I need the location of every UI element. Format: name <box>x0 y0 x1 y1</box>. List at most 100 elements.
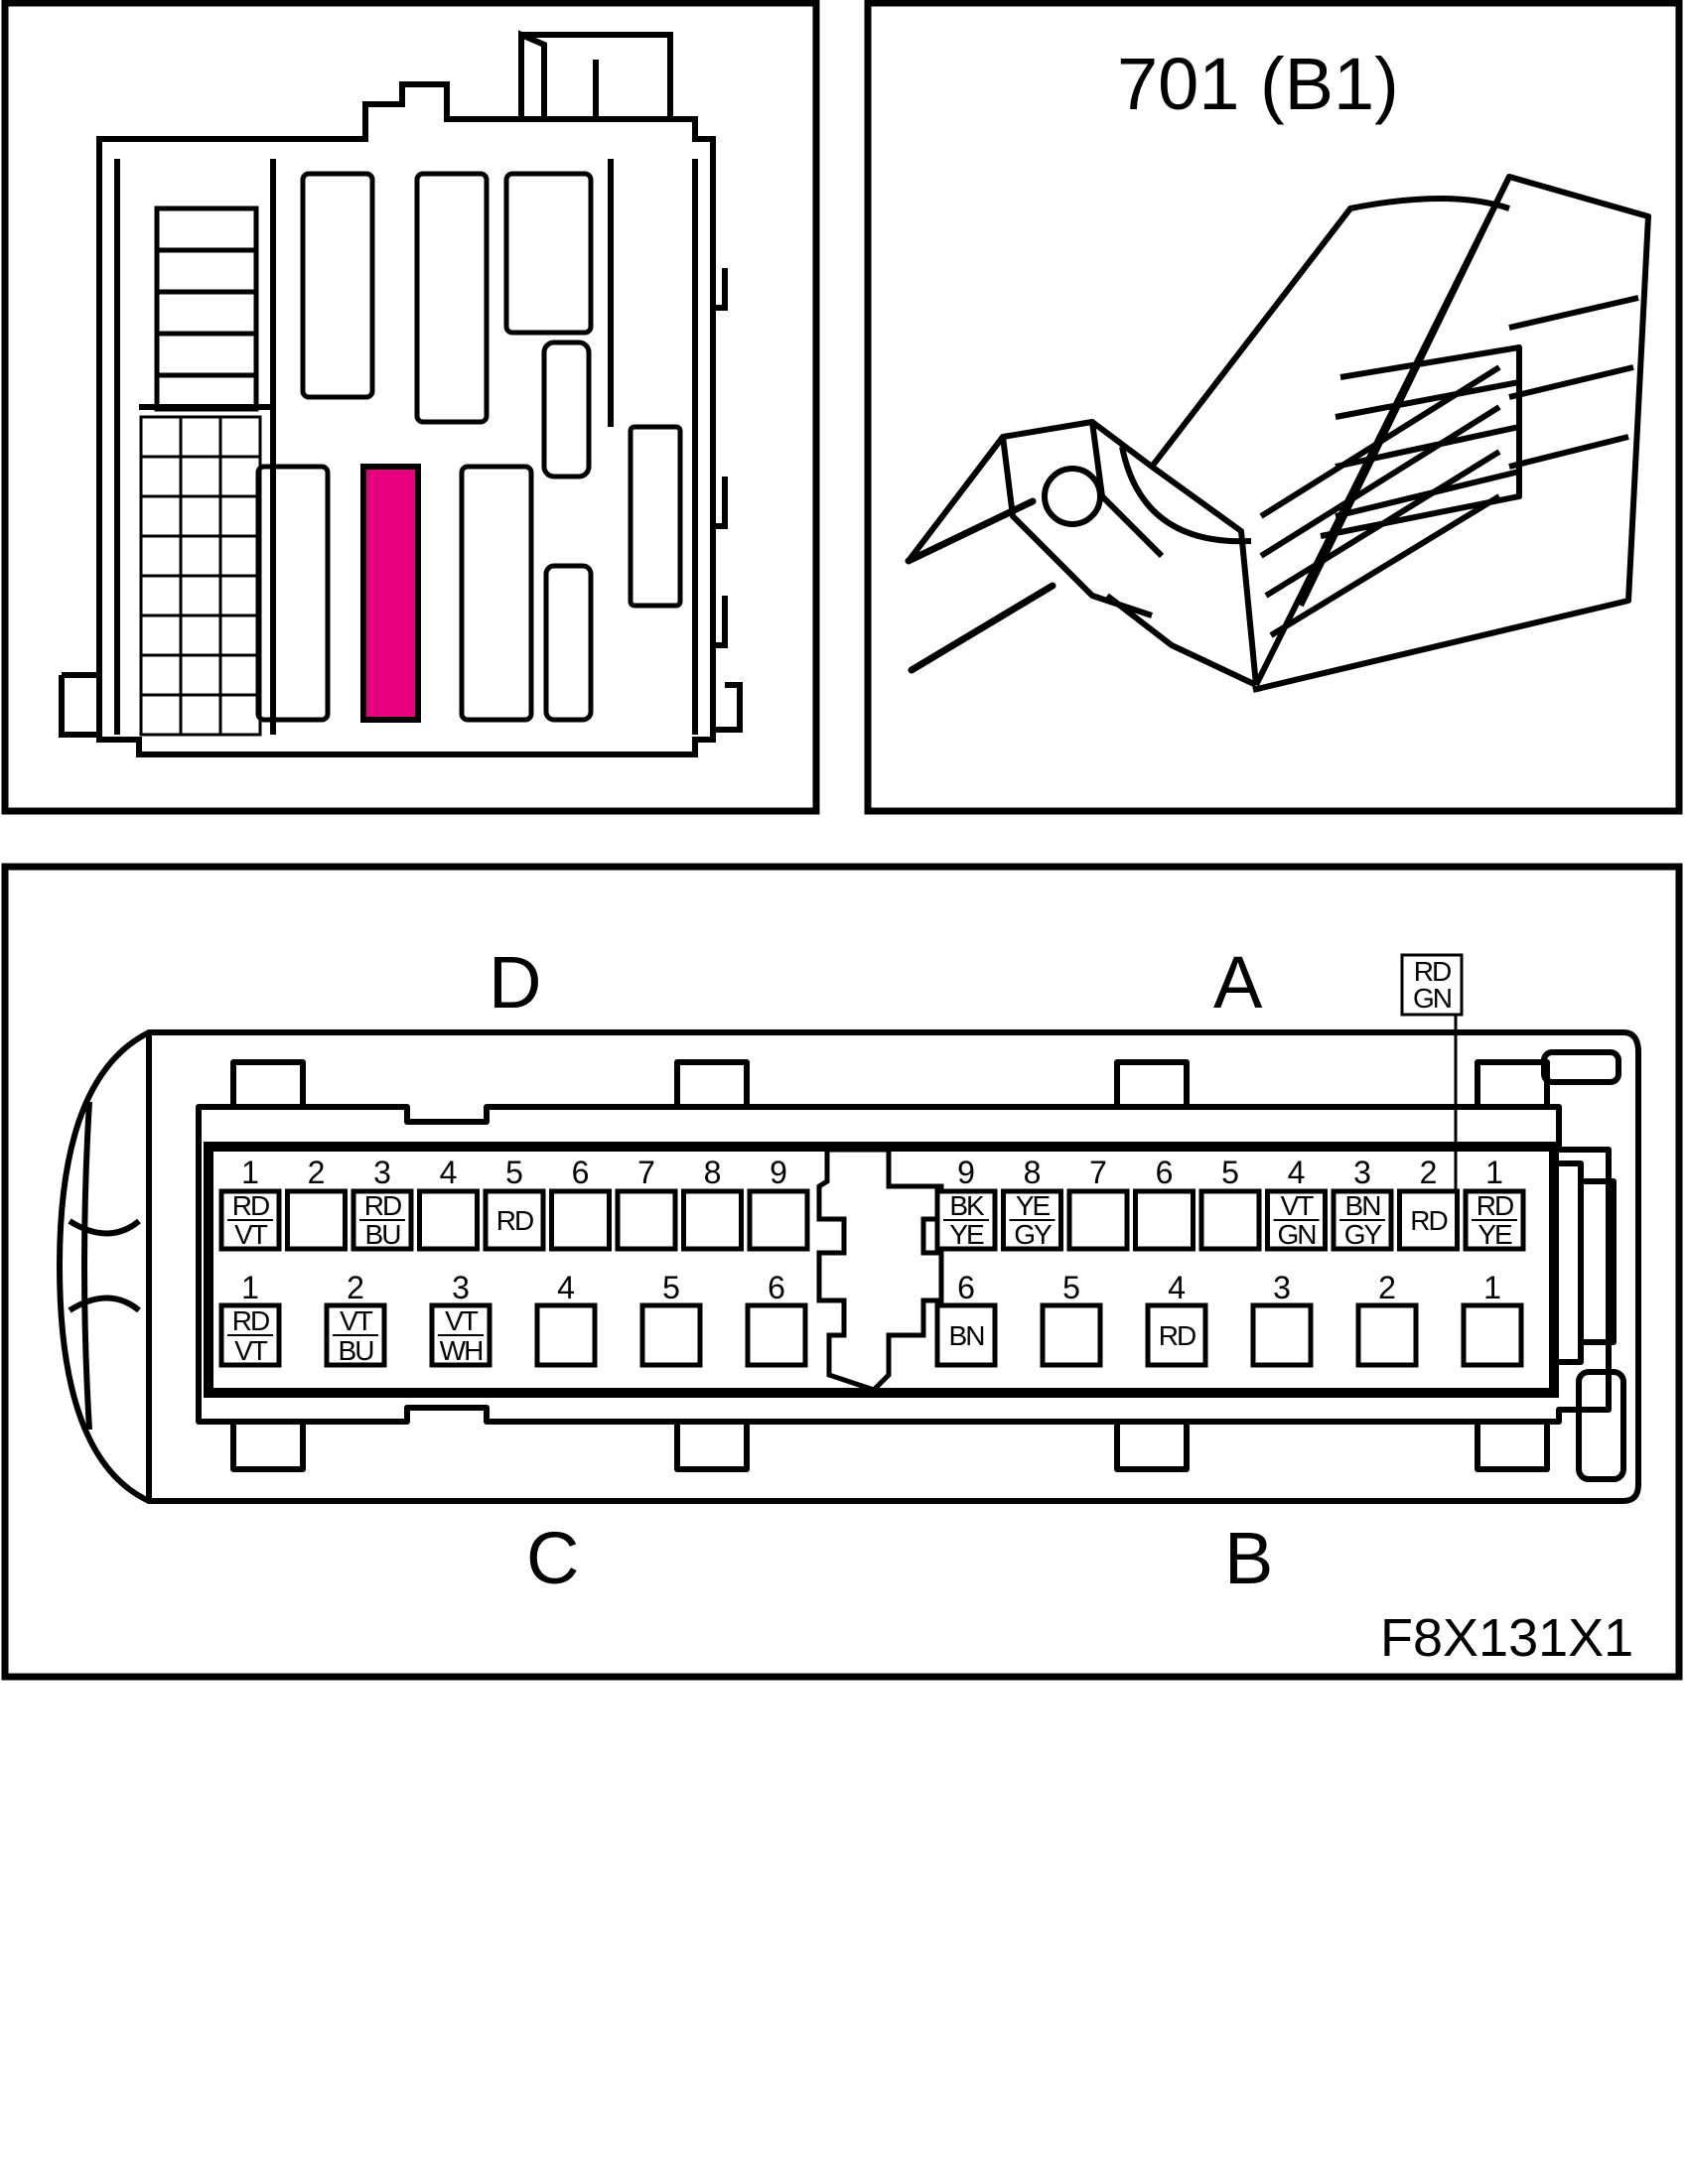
pin-d-7: 7 <box>615 1155 678 1252</box>
relay-slots <box>255 171 683 723</box>
pin-cavity <box>1250 1302 1314 1368</box>
callout-wire-line2: GN <box>1413 983 1451 1014</box>
pin-d-5: 5RD <box>483 1155 546 1252</box>
pin-number: 4 <box>440 1155 458 1190</box>
pin-d-4: 4 <box>417 1155 480 1252</box>
pin-cavity <box>1355 1302 1419 1368</box>
pin-cavity-area <box>204 1142 1559 1398</box>
connector-view-panel: 701 (B1) <box>864 0 1683 815</box>
wire-color: BU <box>365 1219 401 1250</box>
pin-a-6: 6 <box>1133 1155 1196 1252</box>
diagram-code: F8X131X1 <box>1380 1608 1633 1668</box>
pin-number: 5 <box>1221 1155 1239 1190</box>
pin-number: 1 <box>241 1155 259 1190</box>
pin-b-4: 4RD <box>1145 1270 1208 1368</box>
pin-number: 2 <box>1420 1155 1438 1190</box>
pin-number: 8 <box>1024 1155 1042 1190</box>
pin-c-5: 5 <box>639 1270 703 1368</box>
pin-number: 3 <box>1273 1270 1291 1305</box>
highlighted-connector-location <box>360 464 421 723</box>
wire-color: VT <box>234 1335 268 1366</box>
wire-color: RD <box>232 1190 269 1221</box>
wire-color: VT <box>234 1219 268 1250</box>
section-label-b: B <box>1224 1517 1273 1599</box>
pin-cavity <box>615 1188 678 1252</box>
pin-number: 5 <box>662 1270 680 1305</box>
pin-c-6: 6 <box>745 1270 808 1368</box>
pin-b-5: 5 <box>1040 1270 1103 1368</box>
pin-number: 1 <box>1483 1270 1501 1305</box>
pin-cavity <box>1040 1302 1103 1368</box>
wire-color: BN <box>949 1320 984 1351</box>
pin-number: 2 <box>347 1270 364 1305</box>
pin-cavity <box>1145 1302 1208 1368</box>
wire-color: RD <box>1159 1320 1196 1351</box>
pin-cavity <box>934 1302 998 1368</box>
pin-number: 2 <box>1378 1270 1396 1305</box>
wire-color: GY <box>1014 1219 1053 1250</box>
polarization-key <box>816 1147 944 1393</box>
wire-harness <box>905 497 1056 674</box>
wire-color: BU <box>339 1335 374 1366</box>
wire-color: BK <box>949 1190 985 1221</box>
pin-d-8: 8 <box>681 1155 744 1252</box>
callout-wire-line1: RD <box>1414 956 1451 987</box>
fuse-stack <box>154 205 259 412</box>
section-label-c: C <box>526 1517 579 1599</box>
connector-housing <box>57 1029 1641 1504</box>
pin-number: 6 <box>768 1270 785 1305</box>
pin-b-1: 1 <box>1461 1270 1524 1368</box>
relay-box-panel <box>1 0 820 815</box>
pin-number: 3 <box>452 1270 470 1305</box>
pin-number: 9 <box>957 1155 975 1190</box>
pin-cavity <box>549 1188 612 1252</box>
pin-number: 6 <box>572 1155 590 1190</box>
pin-a-2: 2RD <box>1397 1155 1460 1252</box>
wire-color: RD <box>232 1305 269 1336</box>
pin-cavity <box>681 1188 744 1252</box>
pin-number: 4 <box>1288 1155 1306 1190</box>
pin-number: 2 <box>308 1155 326 1190</box>
wire-color: RD <box>496 1205 533 1236</box>
pin-number: 4 <box>557 1270 575 1305</box>
pin-cavity <box>745 1302 808 1368</box>
pin-number: 5 <box>1062 1270 1080 1305</box>
pin-a-7: 7 <box>1066 1155 1130 1252</box>
pin-cavity <box>483 1188 546 1252</box>
pinout-panel: D A C B F8X131X1 <box>1 863 1683 1681</box>
section-label-d: D <box>489 941 541 1024</box>
wire-color: YE <box>949 1219 984 1250</box>
pin-b-3: 3 <box>1250 1270 1314 1368</box>
pin-number: 8 <box>704 1155 722 1190</box>
wire-color: WH <box>440 1335 483 1366</box>
pin-d-6: 6 <box>549 1155 612 1252</box>
wire-color: YE <box>1016 1190 1051 1221</box>
pin-cavity <box>747 1188 810 1252</box>
pin-cavity <box>1066 1188 1130 1252</box>
pin-d-9: 9 <box>747 1155 810 1252</box>
pin-cavity <box>1198 1188 1262 1252</box>
pin-number: 5 <box>505 1155 523 1190</box>
pin-cavity <box>534 1302 598 1368</box>
pin-number: 7 <box>637 1155 655 1190</box>
pin-b-6: 6BN <box>934 1270 998 1368</box>
pin-number: 4 <box>1168 1270 1186 1305</box>
wire-color: BN <box>1345 1190 1380 1221</box>
wire-color: VT <box>445 1305 479 1336</box>
wire-color: VT <box>1281 1190 1315 1221</box>
pin-a-5: 5 <box>1198 1155 1262 1252</box>
pin-number: 7 <box>1089 1155 1107 1190</box>
wire-color: RD <box>1477 1190 1513 1221</box>
connector-drawing <box>906 174 1651 693</box>
pin-number: 3 <box>373 1155 391 1190</box>
pin-number: 6 <box>1156 1155 1174 1190</box>
